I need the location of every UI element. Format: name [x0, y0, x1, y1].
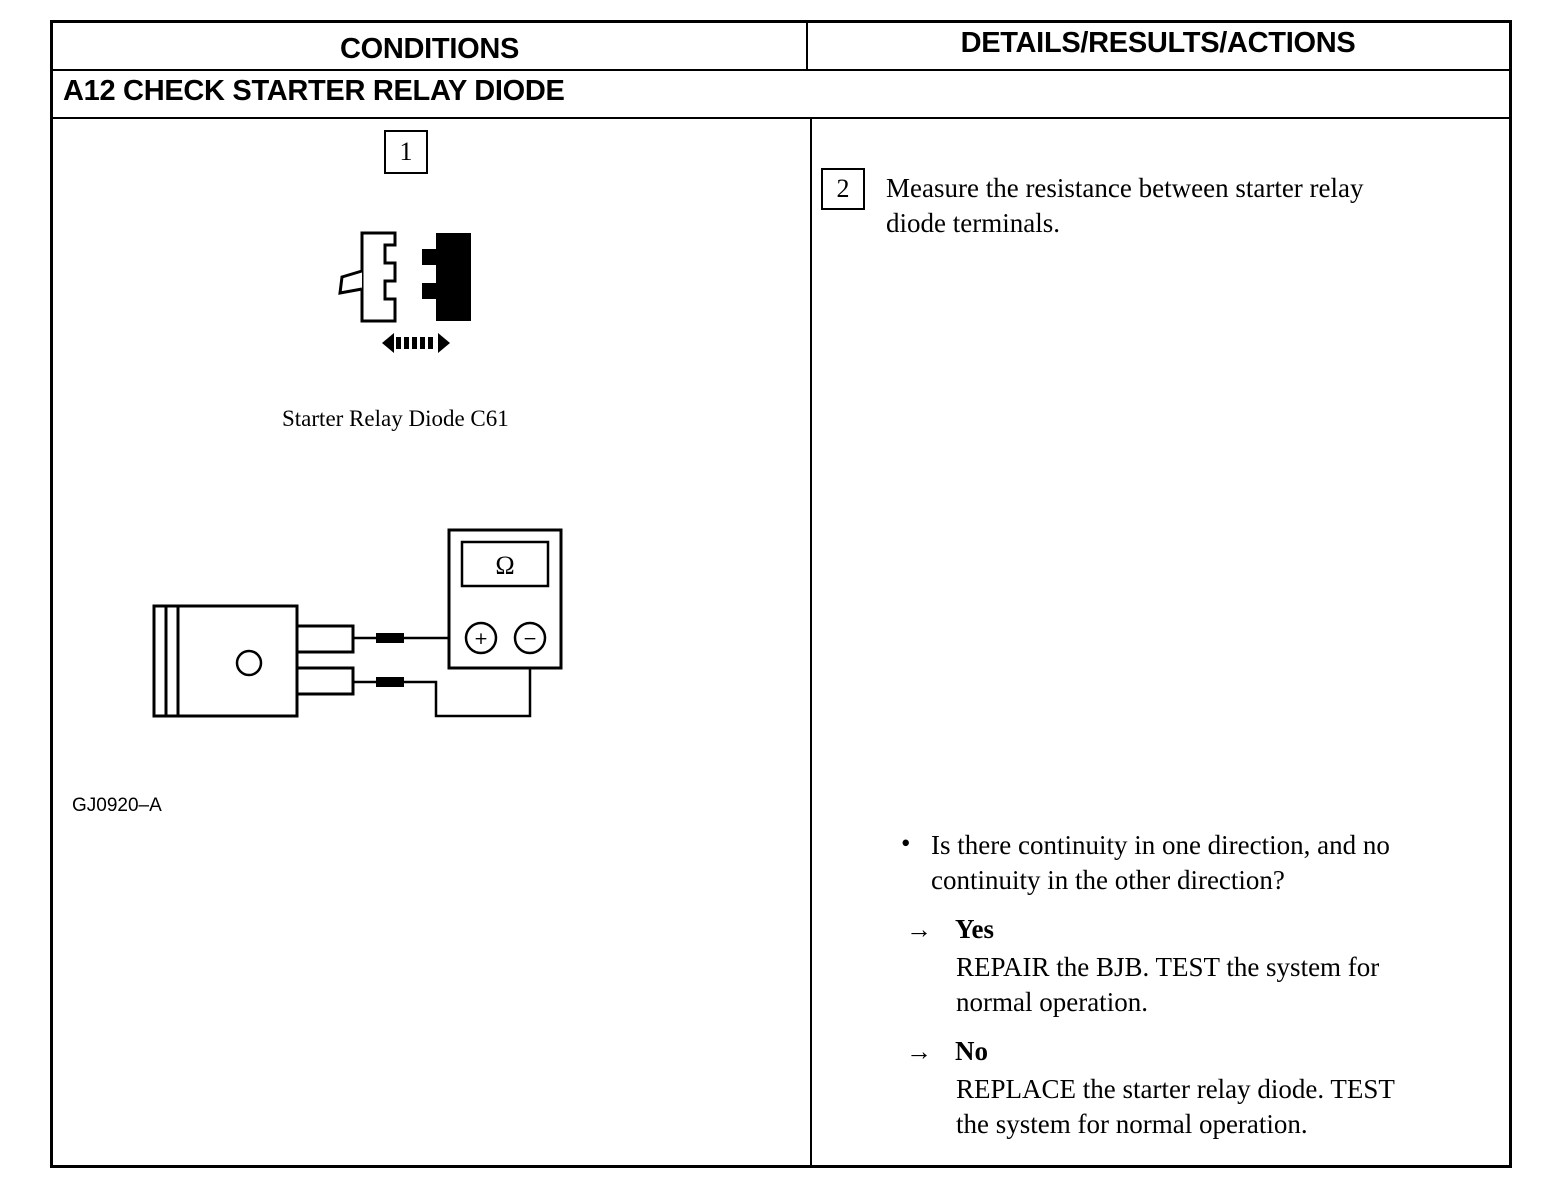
no-action-line-2: the system for normal operation.	[956, 1109, 1308, 1139]
diagnostic-table: CONDITIONS DETAILS/RESULTS/ACTIONS A12 C…	[50, 20, 1512, 1168]
step-1-box: 1	[384, 130, 428, 174]
connector-caption: Starter Relay Diode C61	[282, 406, 509, 431]
section-title: A12 CHECK STARTER RELAY DIODE	[63, 75, 565, 107]
ohmmeter-test-diagram: Ω + −	[152, 528, 563, 718]
section-divider	[53, 117, 1509, 119]
step-2-box: 2	[821, 168, 865, 210]
question-line-2: continuity in the other direction?	[931, 865, 1285, 895]
details-header: DETAILS/RESULTS/ACTIONS	[960, 27, 1356, 59]
step-2-instruction: Measure the resistance between starter r…	[886, 171, 1364, 241]
ohm-symbol: Ω	[495, 551, 514, 580]
yes-action-line-2: normal operation.	[956, 987, 1148, 1017]
yes-action-line-1: REPAIR the BJB. TEST the system for	[956, 952, 1380, 982]
minus-terminal-label: −	[523, 629, 537, 649]
question-line-1: Is there continuity in one direction, an…	[931, 830, 1390, 860]
header-column-divider	[806, 23, 808, 69]
body-column-divider	[810, 117, 812, 1165]
no-arrow-icon: →	[906, 1037, 932, 1066]
relay-diode-body	[152, 604, 355, 718]
connector-disconnect-icon	[338, 231, 471, 353]
conditions-header: CONDITIONS	[339, 33, 520, 65]
figure-code: GJ0920–A	[72, 795, 162, 816]
header-divider	[53, 69, 1509, 71]
ohmmeter: Ω + −	[447, 528, 563, 670]
no-action-line-1: REPLACE the starter relay diode. TEST	[956, 1074, 1395, 1104]
step-2-line-1: Measure the resistance between starter r…	[886, 173, 1364, 203]
plus-terminal-label: +	[474, 629, 488, 649]
test-probes	[353, 633, 532, 718]
question-text: Is there continuity in one direction, an…	[931, 828, 1390, 898]
no-label: No	[955, 1036, 988, 1066]
step-2-line-2: diode terminals.	[886, 208, 1060, 238]
yes-label: Yes	[955, 914, 994, 944]
question-bullet: •	[901, 828, 911, 858]
yes-arrow-icon: →	[906, 915, 932, 944]
no-action: REPLACE the starter relay diode. TEST th…	[956, 1072, 1395, 1142]
yes-action: REPAIR the BJB. TEST the system for norm…	[956, 950, 1379, 1020]
